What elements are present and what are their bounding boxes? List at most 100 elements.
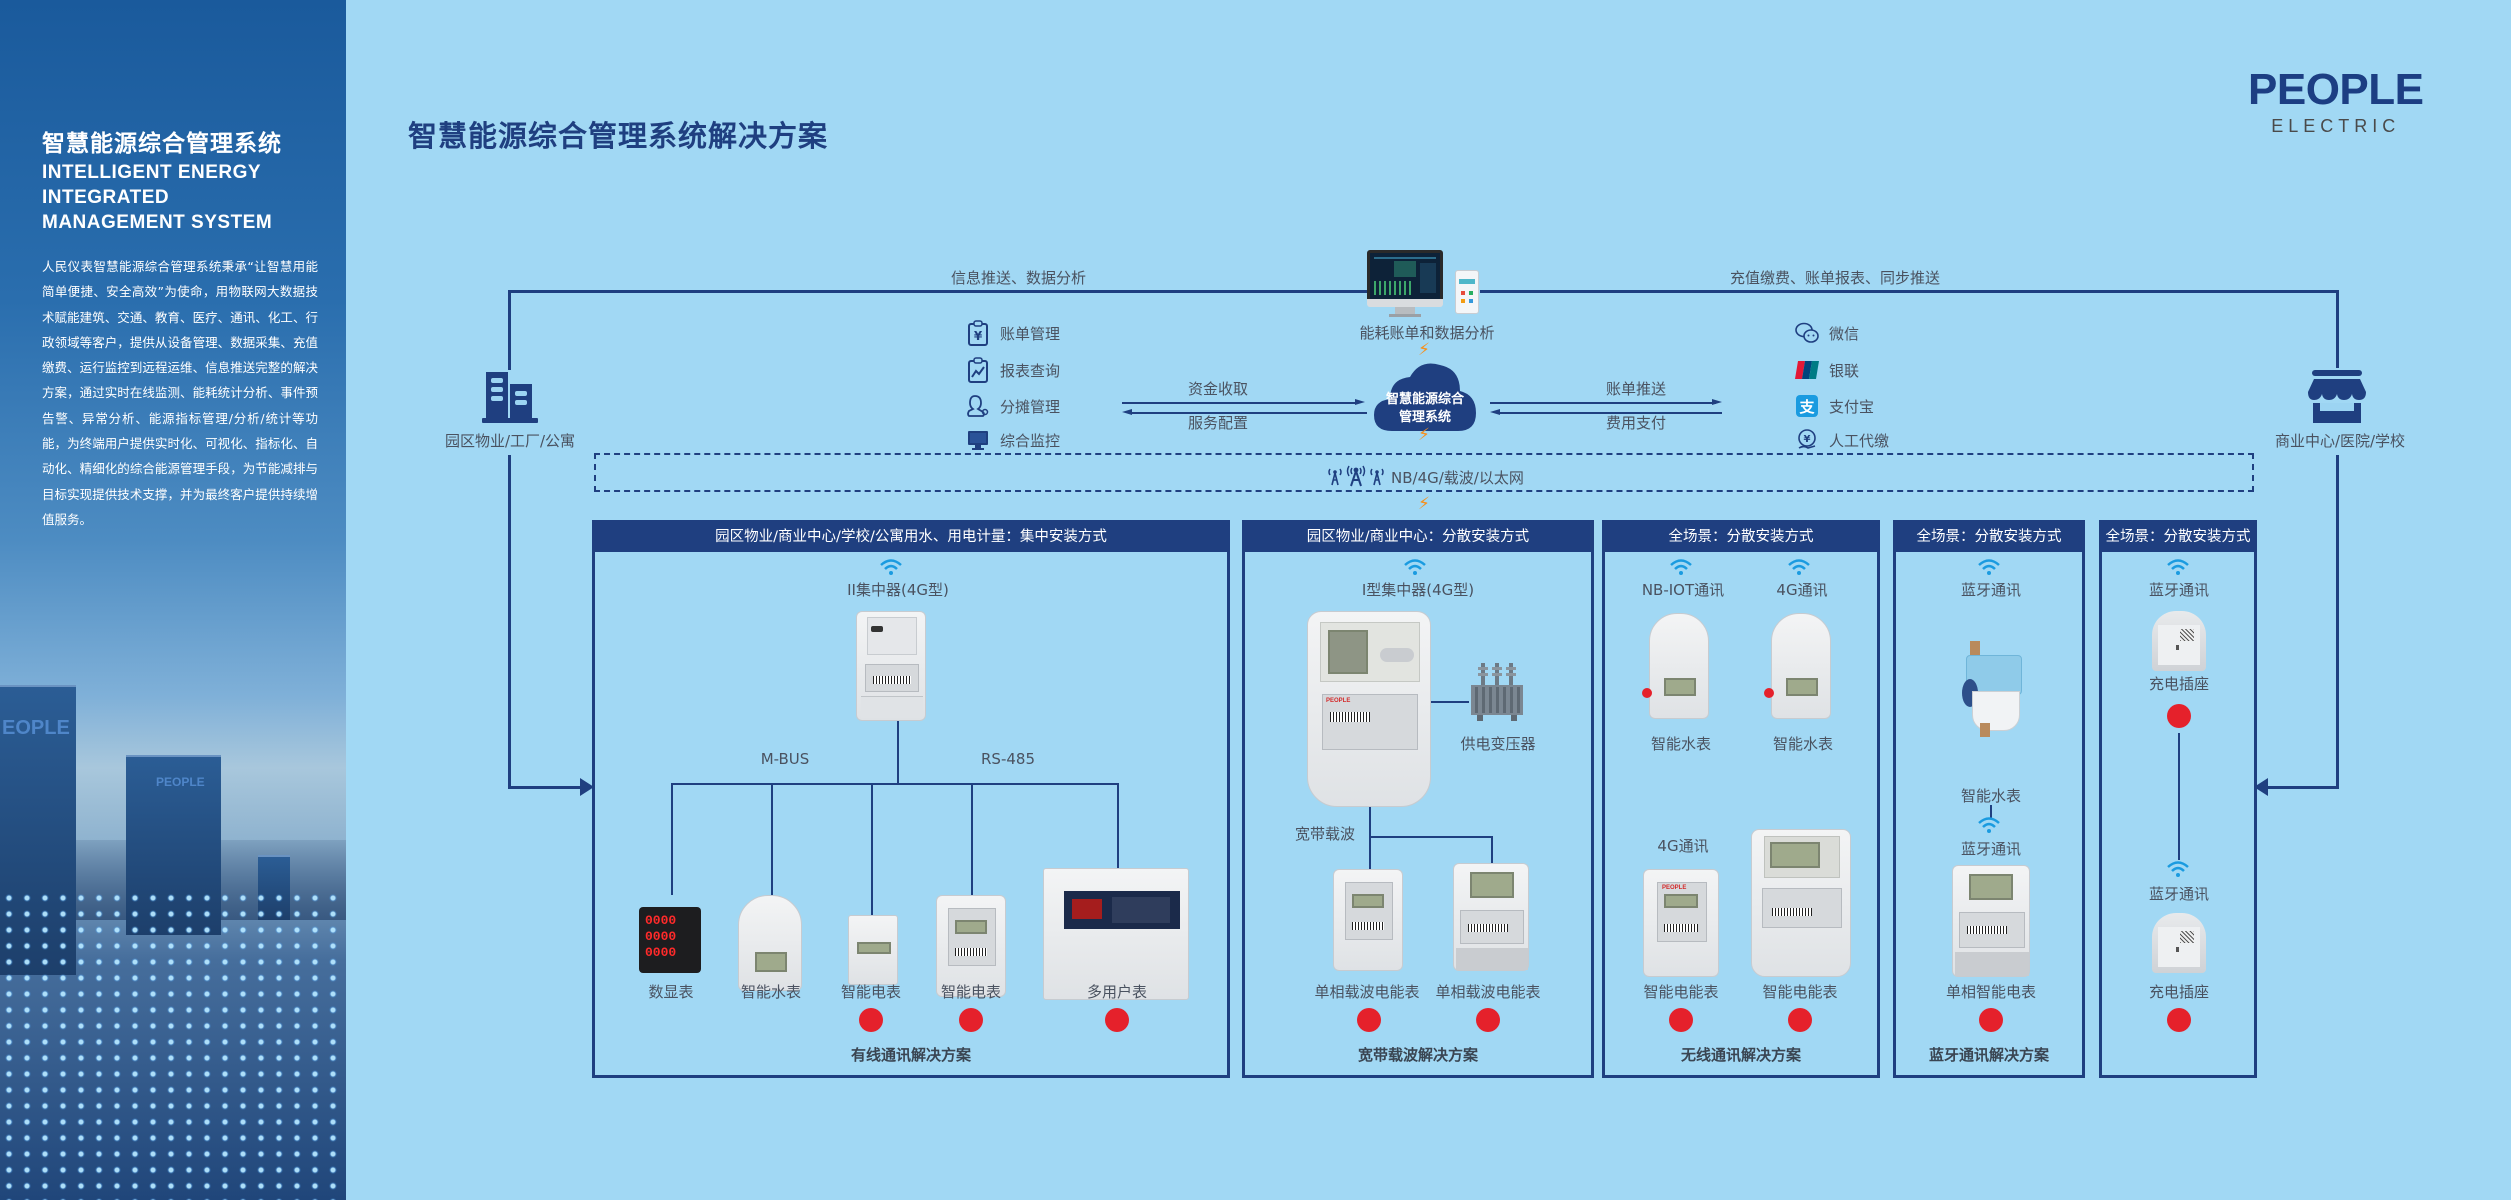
left-connector-vertical-top (508, 290, 511, 370)
function-item-label: 报表查询 (1000, 361, 1061, 380)
lightning-icon: ⚡ (1418, 340, 1430, 360)
device-label: 智能电能表 (1762, 983, 1838, 1001)
din-rail-meter-image (848, 915, 898, 985)
device-label: 智能电表 (840, 983, 902, 1001)
status-dot (1357, 1008, 1381, 1032)
sidebar: 智慧能源综合管理系统 INTELLIGENT ENERGY INTEGRATED… (0, 0, 346, 1200)
payment-method-label: 人工代缴 (1829, 431, 1890, 450)
payment-method-manual[interactable]: ¥ 人工代缴 (1795, 427, 1889, 453)
payment-method-label: 银联 (1829, 361, 1860, 380)
arrow-right-icon (1355, 399, 1365, 405)
panel-title: 园区物业/商业中心：分散安装方式 (1245, 523, 1591, 552)
arrow-left-icon (1122, 409, 1132, 415)
status-dot (1788, 1008, 1812, 1032)
status-dot (1105, 1008, 1129, 1032)
device-label: 智能水表 (740, 983, 802, 1001)
store-icon (2306, 370, 2368, 428)
comm-label: 蓝牙通讯 (1960, 581, 2022, 599)
device-label: 充电插座 (2148, 983, 2210, 1001)
status-dot (1669, 1008, 1693, 1032)
single-phase-meter-image (936, 895, 1006, 997)
right-line-label: 充值缴费、账单报表、同步推送 (1730, 269, 1941, 287)
right-arrow-bottom-label: 费用支付 (1605, 414, 1667, 432)
svg-text:¥: ¥ (1804, 434, 1811, 445)
single-phase-smart-meter-image (1952, 865, 2030, 977)
wifi-icon (1978, 559, 2000, 579)
concentrator-label: I型集中器(4G型) (1361, 581, 1475, 599)
comm-label: 4G通讯 (1776, 581, 1828, 599)
monitor-icon (966, 427, 990, 453)
device-label: 单相载波电能表 (1435, 983, 1541, 1001)
wechat-icon (1795, 320, 1819, 346)
concentrator-ii-image (856, 611, 926, 721)
left-endpoint-label: 园区物业/工厂/公寓 (444, 432, 576, 450)
function-item-label: 综合监控 (1000, 431, 1061, 450)
status-dot (959, 1008, 983, 1032)
wifi-icon (1404, 559, 1426, 579)
svg-text:¥: ¥ (974, 329, 983, 343)
right-arrow-head (2254, 778, 2268, 796)
concentrator-trunk-line (897, 721, 899, 783)
network-label-group: NB/4G/载波/以太网 (1327, 463, 1524, 491)
cloud-label-line: 管理系统 (1398, 410, 1451, 425)
nb-iot-water-meter-image (1642, 613, 1709, 719)
panel-title: 园区物业/商业中心/学校/公寓用水、用电计量：集中安装方式 (595, 523, 1227, 552)
network-label: NB/4G/载波/以太网 (1391, 468, 1524, 487)
carrier-meter-image (1453, 863, 1529, 971)
svg-text:支: 支 (1798, 398, 1815, 416)
status-dot (1476, 1008, 1500, 1032)
right-connector-vertical-top (2336, 290, 2339, 368)
dashboard-monitor-image (1367, 250, 1443, 318)
panel-footer: 宽带载波解决方案 (1357, 1046, 1478, 1064)
device-label: 单相载波电能表 (1314, 983, 1420, 1001)
comm-label: NB-IOT通讯 (1641, 581, 1725, 599)
payment-method-wechat[interactable]: 微信 (1795, 320, 1859, 346)
transformer-icon (1469, 663, 1525, 727)
device-label: 充电插座 (2148, 675, 2210, 693)
function-item-monitor[interactable]: 综合监控 (966, 427, 1060, 453)
payment-method-unionpay[interactable]: 银联 (1795, 357, 1859, 383)
status-dot (859, 1008, 883, 1032)
status-dot (1979, 1008, 2003, 1032)
sidebar-title-en-line: INTEGRATED (42, 187, 170, 208)
lightning-icon: ⚡ (1418, 494, 1430, 514)
device-label: 智能水表 (1960, 787, 2022, 805)
function-item-allocation[interactable]: 分摊管理 (966, 393, 1060, 419)
arrow-left-icon (1490, 409, 1500, 415)
bus-drop-line (771, 783, 773, 895)
charging-socket-image (2152, 611, 2206, 671)
network-band (594, 453, 2254, 492)
device-label: 智能水表 (1650, 735, 1712, 753)
device-label: 多用户表 (1086, 983, 1148, 1001)
comm-label: 4G通讯 (1657, 837, 1709, 855)
left-line-label: 信息推送、数据分析 (951, 269, 1087, 287)
right-connector-horizontal (2266, 786, 2339, 789)
comm-label: 蓝牙通讯 (1960, 840, 2022, 858)
logo-subtitle: ELECTRIC (2271, 116, 2401, 136)
payment-method-alipay[interactable]: 支 支付宝 (1795, 393, 1874, 419)
bill-push-arrow-line (1490, 402, 1716, 404)
concentrator-i-image: PEOPLE (1307, 611, 1431, 807)
signal-tower-icon (1327, 463, 1385, 491)
top-connector-line-right (1480, 290, 2338, 293)
logo-brand: PEOPLE (2248, 65, 2424, 114)
tower-label: PEOPLE (156, 775, 205, 789)
function-item-report[interactable]: 报表查询 (966, 357, 1060, 383)
water-meter-image (738, 895, 802, 991)
arrow-right-icon (1712, 399, 1722, 405)
carrier-trunk-line (1369, 807, 1371, 877)
bus-line (671, 783, 1119, 785)
function-item-bill[interactable]: ¥ 账单管理 (966, 320, 1060, 346)
tower-label: EOPLE (2, 717, 70, 739)
sidebar-title-en-line: INTELLIGENT ENERGY (42, 162, 262, 183)
sidebar-title-cn: 智慧能源综合管理系统 (42, 131, 282, 157)
sidebar-title-en: INTELLIGENT ENERGY INTEGRATED MANAGEMENT… (42, 160, 332, 235)
bus-drop-line (871, 783, 873, 915)
city-skyline-image: EOPLE PEOPLE (0, 640, 346, 1200)
carrier-drop-line (1491, 836, 1493, 864)
panel-wireless: 全场景：分散安装方式 NB-IOT通讯 4G通讯 智能水表 智能水表 4G通讯 … (1602, 520, 1880, 1078)
page-title: 智慧能源综合管理系统解决方案 (408, 119, 829, 153)
comm-label: 蓝牙通讯 (2148, 581, 2210, 599)
wifi-icon (1788, 559, 1810, 579)
panel-footer: 有线通讯解决方案 (850, 1046, 971, 1064)
